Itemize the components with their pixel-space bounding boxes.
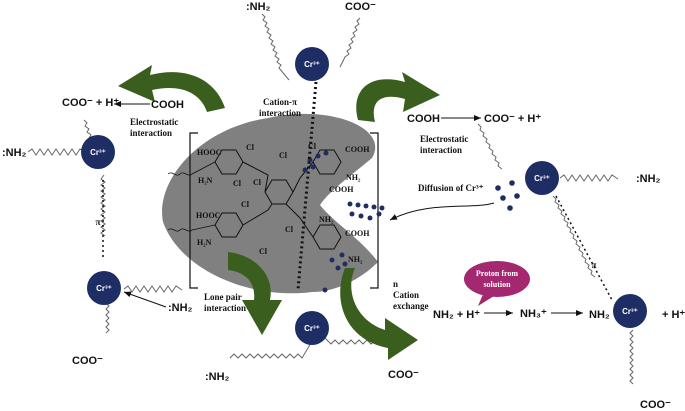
proton-bubble-label-line-1: Proton from: [476, 269, 518, 278]
diffusion-label: Diffusion of Cr³⁺: [418, 183, 484, 193]
molecule-cl-6: Cl: [259, 247, 268, 256]
cr-ion-lower-left: Cr³⁺: [87, 271, 121, 305]
cr-ion-lower-right: Cr³⁺: [613, 294, 647, 328]
cation-pi-label-line-1: Cation-π: [263, 97, 297, 107]
cr-ion-label: Cr³⁺: [90, 148, 106, 157]
cation-exchange-label-line-1: n: [393, 279, 398, 289]
cr-ion-label: Cr³⁺: [304, 60, 320, 69]
nh2-bottom-label: :NH₂: [205, 371, 230, 383]
cr-ion-label: Cr³⁺: [534, 174, 550, 183]
coo-bottom-mid-label: COO⁻: [388, 369, 419, 381]
nh2-label: :NH₂: [246, 1, 271, 13]
nh2-product-label: NH₂: [589, 309, 610, 321]
nh2-right-label: :NH₂: [636, 173, 661, 185]
molecule-cooh-1: COOH: [345, 145, 370, 154]
reaction-arrows: [114, 101, 583, 316]
coo-h-right-label: COO⁻ + H⁺: [484, 113, 541, 125]
molecule-nh2-3: NH₂: [348, 255, 363, 264]
proton-bubble-label-line-2: solution: [483, 280, 511, 289]
pi-right-label: π: [592, 260, 597, 270]
coo-h-left-label: COO⁻ + H⁺: [62, 97, 119, 109]
cr-ion-label: Cr³⁺: [96, 284, 112, 293]
molecule-cl-2: Cl: [233, 179, 242, 188]
cation-exchange-label-line-2: Cation: [393, 290, 419, 300]
cooh-right-label: COOH: [407, 113, 440, 125]
molecule-cl-7: Cl: [285, 225, 294, 234]
proton-bubble: [464, 261, 530, 306]
nh2-left-label: :NH₂: [2, 147, 27, 159]
molecule-h2n-1: H₂N: [198, 176, 213, 185]
molecule-cl-3: Cl: [253, 178, 262, 187]
molecule-cl-1: Cl: [246, 143, 255, 152]
molecule-cl-4: Cl: [279, 151, 288, 160]
molecule-nh2-2: NH₂: [319, 215, 334, 224]
cr-ion-label: Cr³⁺: [622, 307, 638, 316]
green-arrows: [118, 65, 440, 360]
electrostatic-right-label-line-1: Electrostatic: [420, 134, 468, 144]
cr-ion-bottom: Cr³⁺: [295, 311, 329, 345]
polymer-brackets: [189, 132, 379, 289]
electrostatic-right-label-line-2: interaction: [420, 145, 462, 155]
electrostatic-left-label-line-1: Electrostatic: [130, 117, 178, 127]
nh2-mid-left-label: :NH₂: [168, 302, 193, 314]
cr-ion-left: Cr³⁺: [81, 135, 115, 169]
coo-bottom-right-label: COO⁻: [640, 399, 671, 411]
lone-pair-label-line-2: interaction: [204, 303, 246, 313]
molecule-h2n-2: H₂N: [197, 238, 212, 247]
molecule-cooh-2: COOH: [329, 185, 354, 194]
coo-bottom-left-label: COO⁻: [72, 355, 103, 367]
molecule-cl-8: Cl: [308, 142, 317, 151]
nh3-label: NH₃⁺: [520, 308, 547, 320]
ligand-chains: [27, 13, 634, 385]
coo-label: COO⁻: [345, 1, 376, 13]
cr-ion-right: Cr³⁺: [525, 161, 559, 195]
molecule-nh2-1: NH₂: [346, 173, 361, 182]
plus-h-label: + H⁺: [662, 309, 685, 321]
cooh-left-label: COOH: [151, 99, 184, 111]
lone-pair-label-line-1: Lone pair: [204, 292, 242, 302]
cr-ion-top: Cr³⁺: [295, 47, 329, 81]
adsorbent-particle: [162, 113, 378, 294]
pi-dotted-right: [555, 195, 613, 301]
cr-ion-label: Cr³⁺: [304, 324, 320, 333]
molecular-structure: [167, 149, 342, 250]
cation-pi-label-line-2: interaction: [259, 108, 301, 118]
molecule-hooc-2: HOOC: [196, 211, 221, 220]
molecule-cl-5: Cl: [241, 200, 250, 209]
electrostatic-left-label-line-2: interaction: [130, 128, 172, 138]
cation-exchange-label-line-3: exchange: [393, 301, 429, 311]
pi-left-label: π: [96, 217, 101, 227]
cr3-dots: [302, 150, 520, 293]
molecule-hooc-1: HOOC: [197, 148, 222, 157]
molecule-cooh-3: COOH: [345, 229, 370, 238]
cr-ion-layer: Cr³⁺ Cr³⁺ Cr³⁺ Cr³⁺ Cr³⁺ Cr³⁺: [81, 47, 647, 345]
nh2-h-label: NH₂ + H⁺: [433, 309, 480, 321]
